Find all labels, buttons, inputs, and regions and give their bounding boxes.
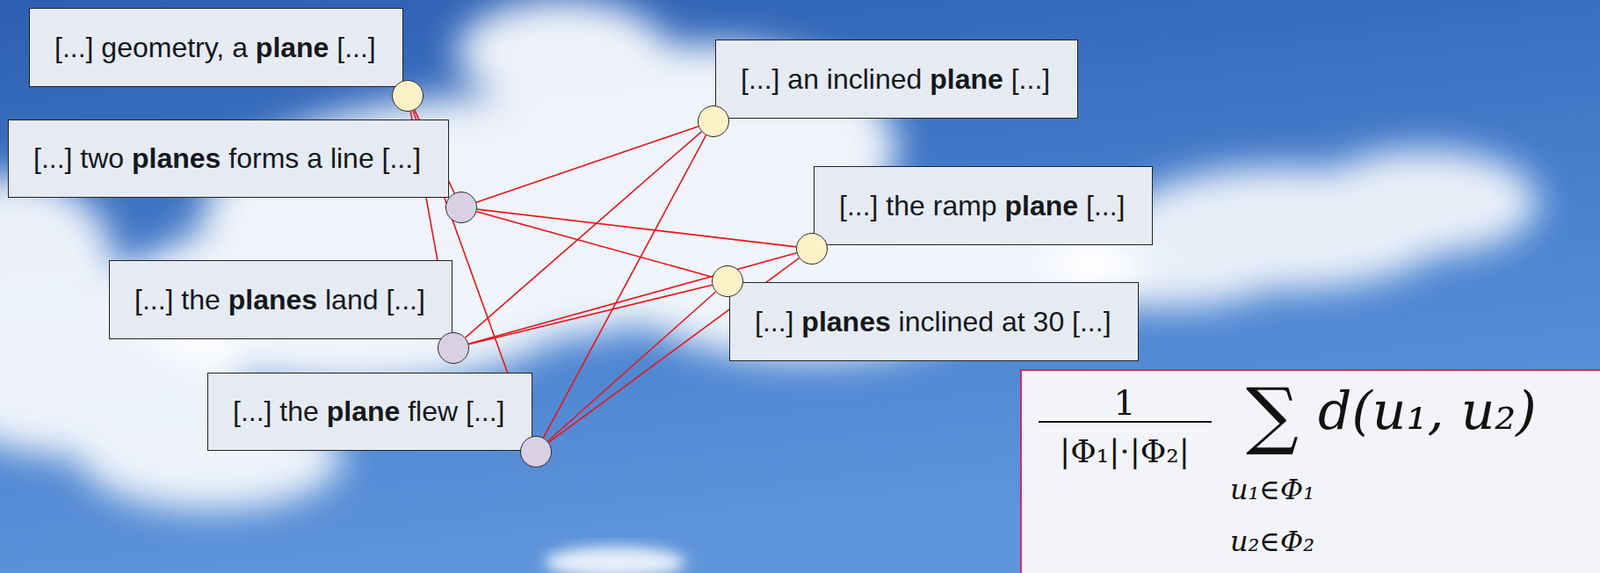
distance-edge (469, 284, 713, 344)
context-snippet: [...] the ramp plane [...] (814, 189, 1125, 223)
distance-edge (477, 209, 797, 247)
highlighted-word: planes (801, 305, 891, 338)
snippet-box: [...] an inclined plane [...] (715, 39, 1079, 119)
context-snippet: [...] the plane flew [...] (208, 395, 505, 428)
cloud (544, 546, 686, 573)
distance-edge (476, 211, 712, 277)
embedding-point (437, 332, 470, 364)
formula-box: 1 |Φ₁|·|Φ₂| ∑ u₁∈Φ₁ u₂∈Φ₂ d(u₁, u₂) (1020, 369, 1600, 573)
distance-edge (547, 291, 716, 442)
highlighted-word: plane (326, 395, 401, 428)
sum-symbol: ∑ (1245, 377, 1299, 452)
cloud (0, 175, 343, 510)
snippet-box: [...] two planes forms a line [...] (7, 119, 449, 198)
fraction-bar (1038, 420, 1212, 423)
embedding-point (711, 265, 744, 297)
highlighted-word: plane (255, 31, 330, 64)
embedding-point (520, 435, 552, 468)
denominator: |Φ₁|·|Φ₂| (1059, 435, 1190, 468)
embedding-point (697, 105, 730, 138)
distance-edge (476, 126, 699, 203)
sum-index: u₁∈Φ₁ (1230, 475, 1315, 504)
distance-term: d(u₁, u₂) (1317, 383, 1537, 437)
snippet-box: [...] the ramp plane [...] (813, 166, 1153, 246)
embedding-point (445, 191, 478, 224)
highlighted-word: plane (929, 63, 1004, 95)
highlighted-word: plane (1005, 189, 1079, 222)
embedding-point (391, 79, 424, 112)
snippet-box: [...] geometry, a plane [...] (28, 7, 404, 87)
snippet-box: [...] planes inclined at 30 [...] (729, 282, 1139, 362)
distance-edge (543, 135, 707, 438)
context-snippet: [...] an inclined plane [...] (716, 63, 1050, 96)
context-snippet: [...] planes inclined at 30 [...] (730, 305, 1112, 339)
numerator: 1 (1113, 384, 1136, 420)
snippet-box: [...] the planes land [...] (108, 260, 453, 340)
snippet-box: [...] the plane flew [...] (207, 372, 533, 451)
context-snippet: [...] the planes land [...] (109, 283, 426, 317)
distance-edge (465, 131, 703, 338)
sum-index: u₂∈Φ₂ (1230, 527, 1315, 556)
highlighted-word: planes (131, 142, 221, 174)
highlighted-word: planes (228, 283, 318, 316)
embedding-point (796, 232, 828, 265)
context-snippet: [...] geometry, a plane [...] (29, 31, 377, 65)
context-snippet: [...] two planes forms a line [...] (8, 142, 421, 175)
